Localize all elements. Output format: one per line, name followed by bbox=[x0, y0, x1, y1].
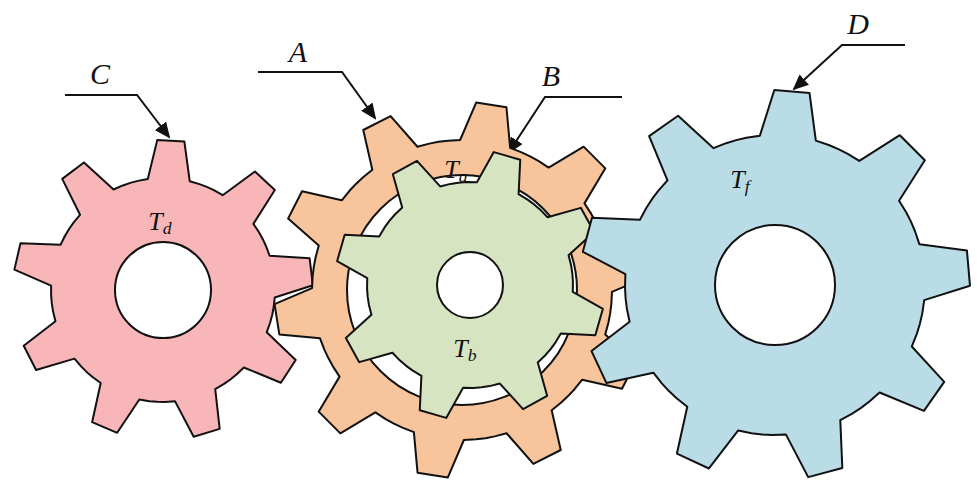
tooth-count: Tf bbox=[730, 167, 749, 196]
gear-teeth bbox=[275, 103, 650, 478]
callout-letter: A bbox=[289, 37, 307, 67]
callout-letter: C bbox=[90, 59, 110, 89]
tooth-count: Tb bbox=[453, 336, 476, 365]
gear-outline bbox=[333, 148, 607, 422]
leader-line bbox=[794, 45, 905, 89]
gear-bore bbox=[115, 242, 211, 338]
leader-line bbox=[258, 72, 375, 118]
tooth-count: Ta bbox=[444, 157, 467, 186]
callout-letter: D bbox=[847, 9, 869, 39]
gear-bore bbox=[437, 252, 503, 318]
gear: Td bbox=[11, 138, 315, 442]
gear-teeth bbox=[583, 90, 970, 477]
gear-bore bbox=[715, 225, 835, 345]
gear-outline bbox=[11, 138, 315, 442]
gear-teeth bbox=[14, 140, 313, 437]
gear: TaTb bbox=[272, 100, 652, 480]
leader-line bbox=[509, 97, 622, 152]
gear-outline bbox=[578, 88, 972, 482]
callout-letter: B bbox=[542, 61, 560, 91]
gear: Tf bbox=[578, 88, 972, 482]
leader-line bbox=[65, 95, 169, 137]
tooth-count: Td bbox=[148, 209, 171, 238]
gear: Tb bbox=[333, 148, 607, 422]
gear-teeth bbox=[337, 152, 603, 418]
